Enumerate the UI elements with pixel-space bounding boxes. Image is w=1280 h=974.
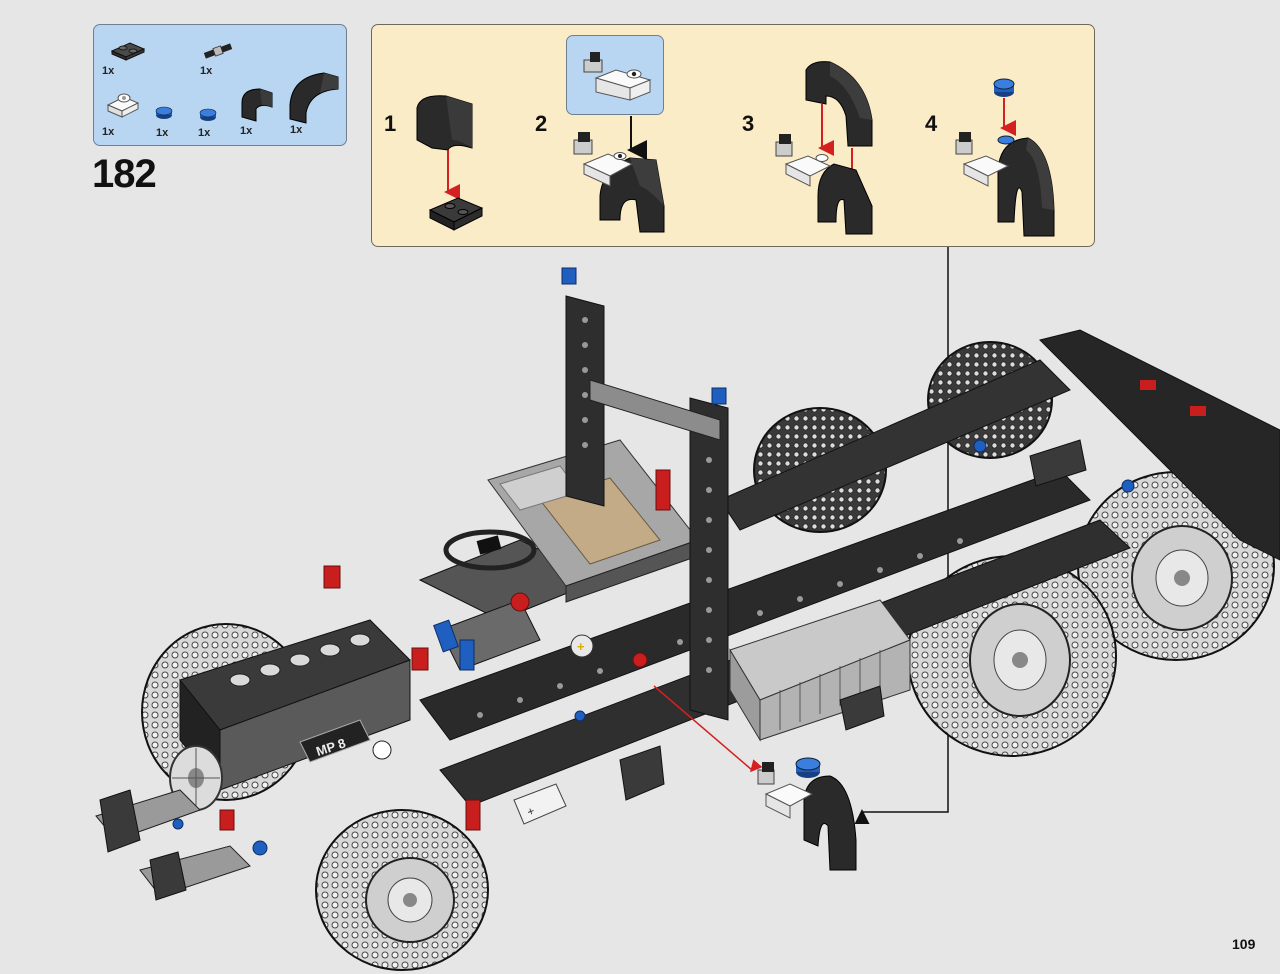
axle-connector-black-icon bbox=[200, 39, 260, 89]
substep-label-1: 1 bbox=[384, 111, 397, 136]
svg-text:+: + bbox=[577, 639, 585, 654]
part-qty-2: 1x bbox=[200, 65, 213, 77]
part-qty-1: 1x bbox=[102, 65, 115, 77]
part-qty-4: 1x bbox=[156, 127, 169, 139]
subassembly-box: 1 2 3 4 bbox=[371, 24, 1095, 247]
svg-text:+: + bbox=[525, 804, 536, 820]
part-qty-5: 1x bbox=[198, 127, 211, 139]
front-bumper bbox=[95, 789, 251, 901]
curved-slope-small-black-icon bbox=[236, 83, 296, 133]
part-qty-7: 1x bbox=[290, 124, 303, 136]
white-connector: + bbox=[513, 783, 567, 825]
engine-block: MP 8 bbox=[179, 619, 411, 792]
curved-slope-large-black-icon bbox=[284, 69, 344, 124]
seat bbox=[487, 439, 699, 603]
vertical-beams bbox=[561, 267, 729, 721]
round-plate-blue-icon bbox=[198, 107, 258, 157]
substep-label-3: 3 bbox=[742, 111, 755, 136]
substep-2-callout-part-icon bbox=[583, 52, 652, 101]
substep-4-round-tile-icon bbox=[993, 78, 1015, 97]
substep-1-plate-icon bbox=[428, 197, 484, 231]
gearbox-block bbox=[729, 599, 911, 742]
substep-3-assembly-icon bbox=[775, 134, 873, 235]
substep-label-4: 4 bbox=[925, 111, 938, 136]
pin-connector-white-icon bbox=[104, 87, 164, 137]
page-number: 109 bbox=[1232, 936, 1256, 952]
placed-subassembly-icon bbox=[757, 757, 857, 871]
substep-4-assembly-icon bbox=[955, 132, 1055, 237]
step-number: 182 bbox=[92, 152, 157, 196]
part-qty-6: 1x bbox=[240, 125, 253, 137]
substep-3-curved-slope-icon bbox=[805, 61, 873, 147]
substep-2-assembly-icon bbox=[573, 132, 665, 233]
yellow-cross-axle-hole bbox=[570, 634, 594, 658]
parts-list-box: 1x 1x 1x 1x 1x bbox=[93, 24, 347, 146]
chassis-frame bbox=[419, 329, 1280, 807]
insert-arrow bbox=[653, 685, 763, 773]
front-wheel-front bbox=[315, 809, 489, 971]
plate-1x2-dark-gray-icon bbox=[108, 37, 168, 87]
round-tile-blue-icon bbox=[154, 105, 214, 155]
red-pin-accents bbox=[219, 469, 671, 831]
blue-pin-accents bbox=[172, 439, 1135, 856]
axle-stubs bbox=[619, 439, 1087, 801]
part-qty-3: 1x bbox=[102, 126, 115, 138]
substep-label-2: 2 bbox=[535, 111, 548, 136]
substep-1-curved-slope-icon bbox=[416, 95, 473, 151]
